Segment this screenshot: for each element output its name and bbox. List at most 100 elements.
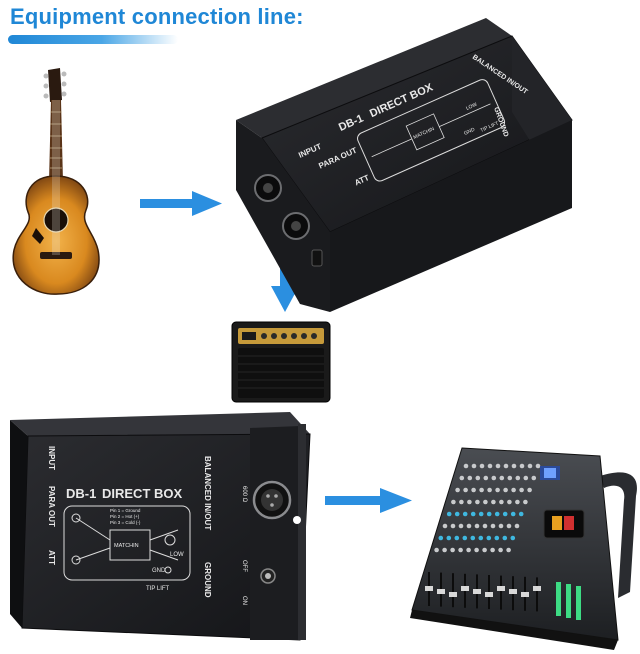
- mixer-knob: [451, 499, 456, 505]
- mixer-knob: [474, 547, 479, 553]
- mixer-fader-cap: [473, 589, 481, 594]
- mixer-knob: [519, 487, 524, 493]
- mixer-knob: [503, 463, 509, 469]
- mixer-knob: [487, 487, 492, 493]
- mixer-fader-cap: [521, 592, 529, 597]
- mixer-knob: [450, 523, 456, 529]
- mixer-knob: [499, 499, 504, 505]
- mixer-knob: [482, 547, 487, 553]
- mixer-fader-cap: [509, 589, 517, 594]
- box-bottom-low-label: LOW: [170, 552, 184, 558]
- mixer-knob: [502, 535, 508, 541]
- box-bottom-name: DIRECT BOX: [102, 486, 183, 501]
- direct-box-bottom: INPUT PARA OUT ATT BALANCED IN/OUT GROUN…: [10, 412, 311, 641]
- mixer-knob: [479, 463, 485, 469]
- mixer-knob: [490, 547, 495, 553]
- box-bottom-balanced-label: BALANCED IN/OUT: [203, 456, 212, 530]
- mixer-knob: [535, 463, 541, 469]
- mixer-knob: [470, 535, 476, 541]
- mixer-fader-cap: [425, 586, 433, 591]
- box-bottom-para-out-label: PARA OUT: [47, 486, 56, 527]
- mixer-knob: [482, 523, 488, 529]
- mixer-knob: [486, 535, 492, 541]
- box-bottom-lift-label: TIP LIFT: [146, 586, 170, 592]
- box-bottom-pin2: Pin 2 = Hot (+): [110, 514, 140, 519]
- mixer-knob: [511, 463, 517, 469]
- mixer-knob: [458, 547, 463, 553]
- direct-box-top: INPUT PARA OUT ATT DB-1 DIRECT BOX MATCH…: [236, 18, 573, 312]
- mixer-knob: [466, 547, 471, 553]
- mixer-knob: [470, 511, 476, 517]
- box-bottom-pin1: Pin 1 = Ground: [110, 508, 141, 513]
- mixer-knob: [510, 511, 516, 517]
- mixer-knob: [523, 499, 528, 505]
- box-bottom-input-label: INPUT: [47, 446, 56, 470]
- mixer-fader-cap: [449, 592, 457, 597]
- mixer-knob: [471, 463, 477, 469]
- mixer-knob: [510, 535, 516, 541]
- mixer-knob: [502, 511, 508, 517]
- box-bottom-model: DB-1: [66, 486, 96, 501]
- mixer-knob: [491, 499, 496, 505]
- mixer-knob: [475, 499, 480, 505]
- mixer-knob: [495, 487, 500, 493]
- mixer-knob: [499, 475, 505, 481]
- mixer-knob: [498, 547, 503, 553]
- mixer-fader-cap: [437, 589, 445, 594]
- mixer-knob: [511, 487, 516, 493]
- mixer-knob: [531, 475, 537, 481]
- mixer-knob: [490, 523, 496, 529]
- mixer-knob: [474, 523, 480, 529]
- arrow-right-icon: [140, 191, 222, 216]
- mixer-knob: [523, 475, 529, 481]
- mixer-knob: [450, 547, 455, 553]
- box-bottom-ohm-label: 600 Ω: [241, 486, 247, 503]
- mixer-knob: [467, 499, 472, 505]
- mixer-knob: [483, 475, 489, 481]
- box-bottom-gnd-label: GND: [152, 568, 166, 574]
- amplifier-icon: [231, 321, 331, 403]
- mixer-knob: [491, 475, 497, 481]
- mixer-knob: [462, 511, 468, 517]
- mixer-knob: [459, 499, 464, 505]
- mixer-knob: [459, 475, 465, 481]
- mixer-knob: [471, 487, 476, 493]
- mixer-knob: [514, 523, 520, 529]
- mixer-knob: [475, 475, 481, 481]
- mixer-knob: [455, 487, 460, 493]
- mixer-knob: [518, 511, 524, 517]
- page-title: Equipment connection line:: [10, 4, 304, 29]
- mixer-knob: [478, 535, 484, 541]
- box-bottom-on-label: ON: [241, 596, 247, 605]
- mixer-knob: [463, 487, 468, 493]
- mixer-knob: [467, 475, 473, 481]
- mixer-knob: [503, 487, 508, 493]
- mixer-knob: [506, 523, 512, 529]
- mixer-knob: [446, 511, 452, 517]
- mixer-fader-track: [500, 575, 502, 610]
- mixer-knob: [479, 487, 484, 493]
- title-underline: [8, 35, 178, 44]
- mixer-fader-cap: [497, 586, 505, 591]
- mixer-knob: [466, 523, 472, 529]
- mixer-knob: [486, 511, 492, 517]
- guitar-icon: [12, 68, 100, 295]
- mixer-knob: [494, 535, 500, 541]
- mixer-knob: [494, 511, 500, 517]
- mixer-icon: [410, 447, 637, 650]
- box-bottom-pin3: Pin 3 = Cold (-): [110, 520, 141, 525]
- mixer-knob: [478, 511, 484, 517]
- mixer-fader-track: [536, 577, 538, 612]
- mixer-knob: [507, 499, 512, 505]
- box-top-low-label: LOW: [465, 102, 478, 112]
- mixer-fader-track: [452, 573, 454, 608]
- mixer-knob: [434, 547, 439, 553]
- mixer-knob: [483, 499, 488, 505]
- mixer-knob: [498, 523, 504, 529]
- mixer-knob: [495, 463, 501, 469]
- mixer-knob: [463, 463, 469, 469]
- mixer-knob: [442, 523, 448, 529]
- mixer-knob: [527, 463, 533, 469]
- box-top-gnd-label: GND: [463, 127, 476, 137]
